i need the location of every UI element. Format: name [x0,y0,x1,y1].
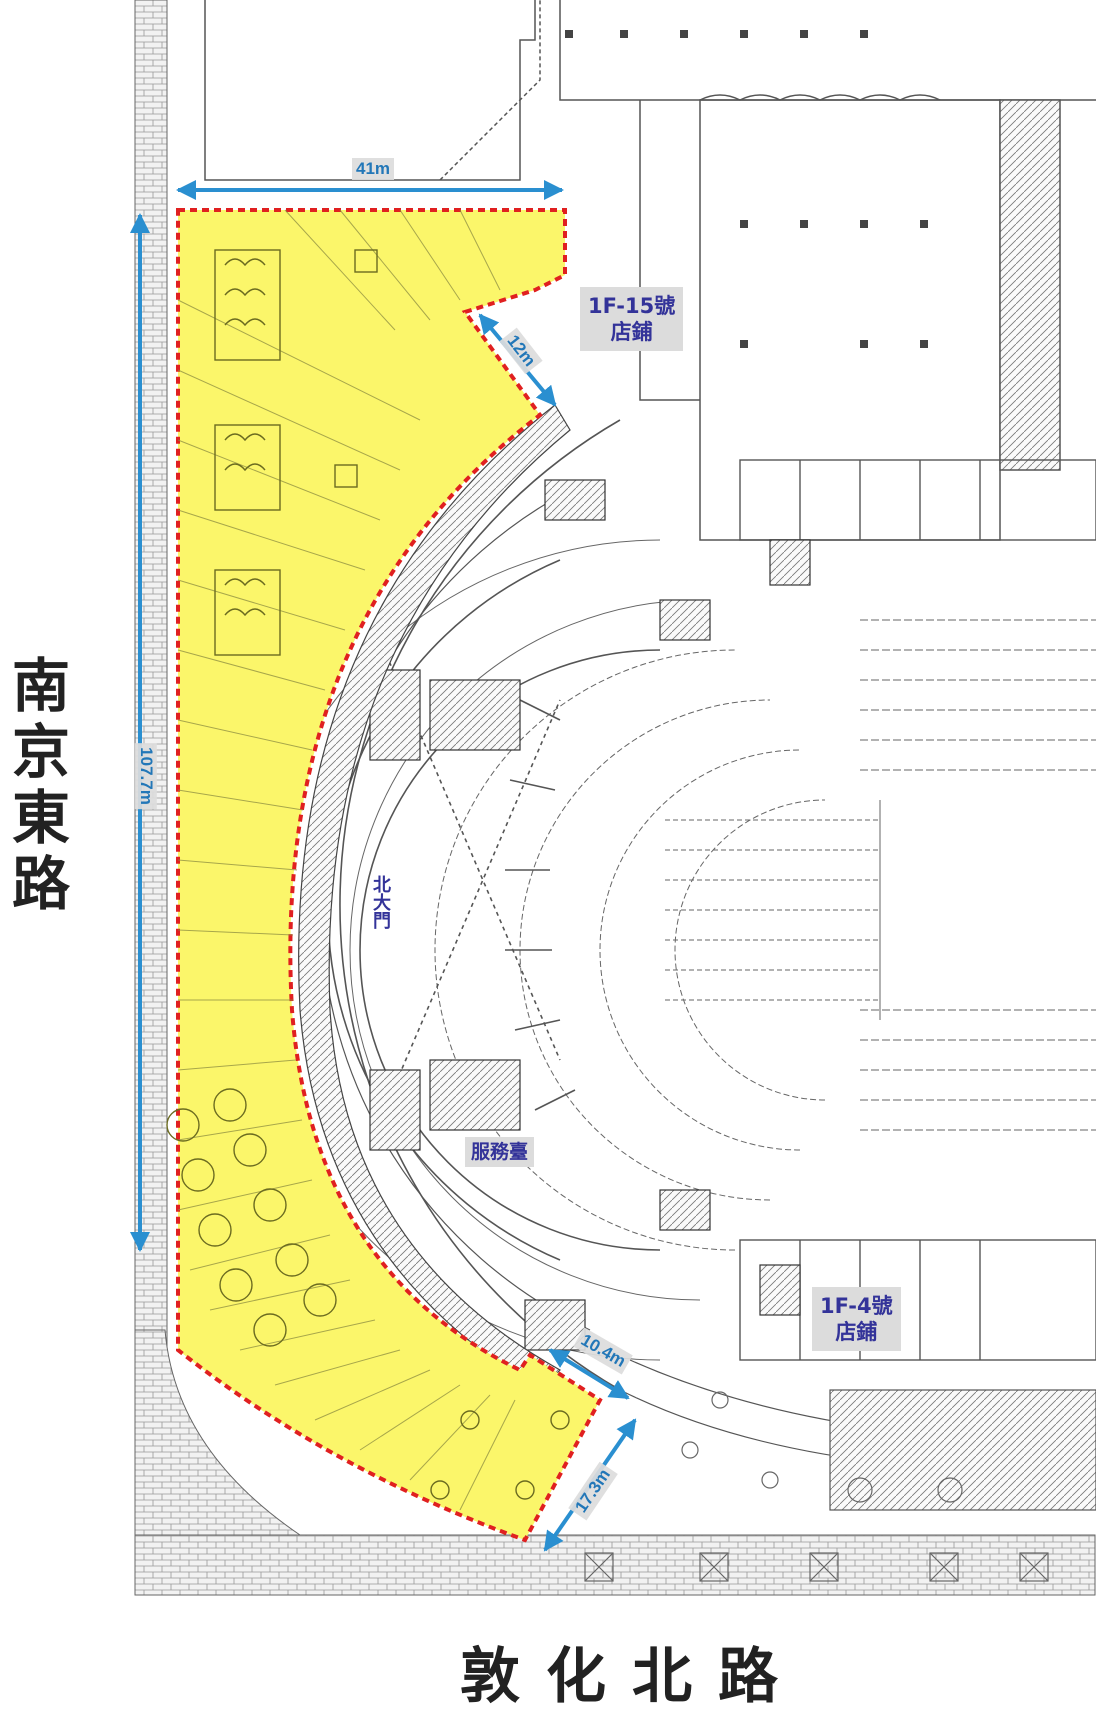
building-north [204,0,1096,541]
plaza-zone [176,208,603,1543]
corner-paving [134,1329,302,1536]
street-name-west: 南京東路 [2,655,70,919]
north-gate-label: 北大門 [370,875,391,929]
shop-15-type: 店鋪 [610,320,653,344]
south-plaza [619,1359,1096,1511]
street-name-south: 敦化北路 [460,1642,804,1712]
plaza-landscaping [166,249,570,1500]
shop-4-number: 1F-4號 [820,1294,893,1318]
shop-label-4: 1F-4號 店鋪 [812,1287,901,1351]
dimension-left-length: 107.7m [134,743,157,809]
stairs [369,479,811,1351]
shop-label-15: 1F-15號 店鋪 [580,287,684,351]
notch-bottom-arrow [548,1348,630,1400]
floor-plan-map [130,0,1096,1596]
plaza-paving-lines [177,209,516,1511]
sidewalk-south [134,1534,1096,1596]
service-desk-label: 服務臺 [465,1137,535,1167]
shop-15-number: 1F-15號 [588,294,676,318]
dimension-top-width: 41m [352,158,395,180]
shop-4-type: 店鋪 [835,1320,878,1344]
